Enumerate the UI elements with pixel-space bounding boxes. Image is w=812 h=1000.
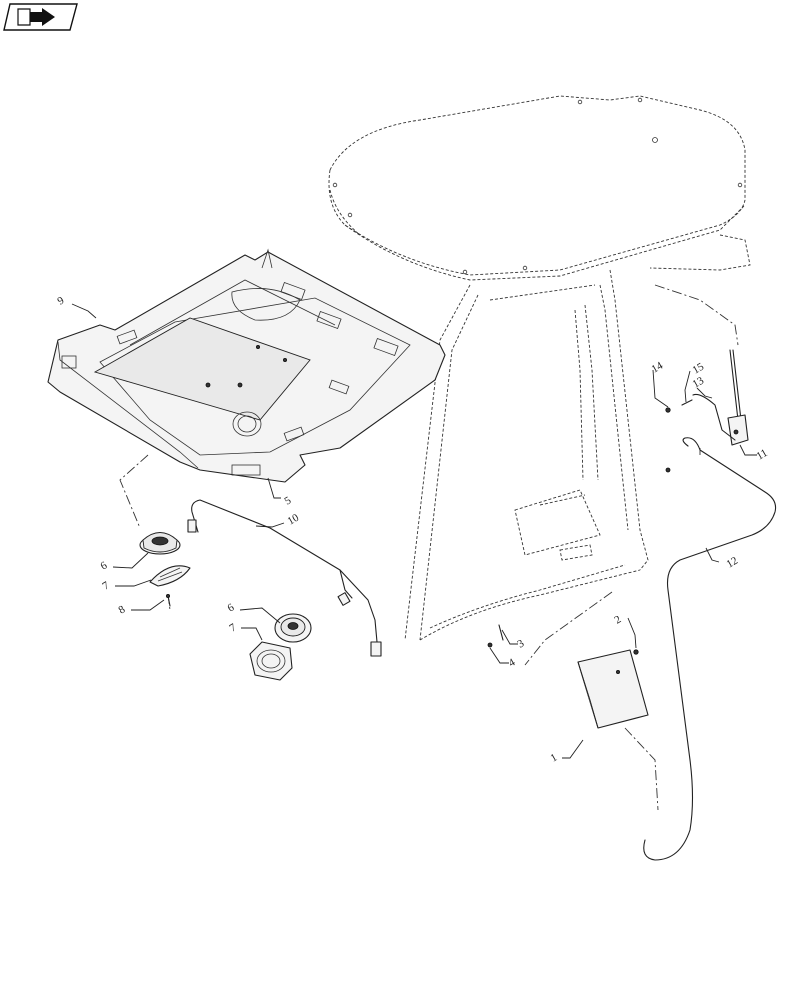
washer-15 [681,399,693,406]
cab-frame-phantom [404,234,751,641]
antenna-cable [643,437,777,861]
callout-13: 13 [691,374,707,390]
callout-6-right: 6 [226,601,237,614]
callout-1: 1 [549,751,560,764]
callout-14: 14 [650,359,666,375]
callout-10: 10 [286,511,302,527]
cab-roof-phantom [328,95,746,281]
callout-4: 4 [507,656,518,669]
leader-lines [71,303,757,759]
callout-9: 9 [56,294,67,307]
antenna-assembly [692,349,749,446]
callout-8: 8 [117,603,128,616]
wiring-harness [187,499,382,657]
callout-11: 11 [755,447,770,463]
left-speaker [139,532,181,555]
screw-8 [165,594,171,607]
left-speaker-grille [149,565,191,587]
callout-3: 3 [516,637,527,650]
headliner-panel [47,248,446,483]
callout-5: 5 [283,494,294,507]
right-speaker-ring [249,641,293,681]
cover-panel [577,649,649,729]
next-page-arrow-icon[interactable] [3,3,78,31]
clip-3 [498,624,504,641]
callout-6-left: 6 [99,559,110,572]
callout-12: 12 [725,555,741,571]
callout-7-left: 7 [101,579,112,592]
screw-2 [633,649,639,655]
callout-7-right: 7 [228,621,239,634]
assembly-lines [119,284,739,811]
callout-15: 15 [691,360,707,376]
right-speaker [274,613,312,643]
clip-4 [487,642,493,648]
screw-14 [665,407,671,413]
callout-2: 2 [613,613,624,626]
